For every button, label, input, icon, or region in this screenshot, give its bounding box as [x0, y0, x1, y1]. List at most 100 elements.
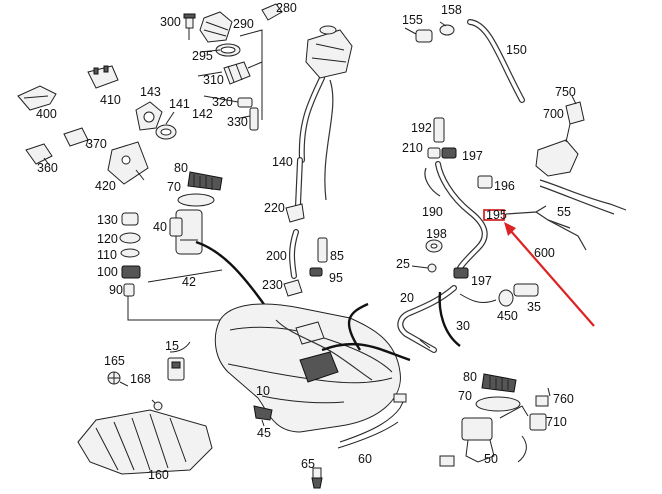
- part-370-bracket: [63, 127, 89, 147]
- label-160: 160: [148, 468, 169, 482]
- part-168-clip: [119, 381, 129, 387]
- part-160-heat-shield: [77, 399, 213, 475]
- part-10-fuel-tank: [214, 302, 411, 433]
- label-300: 300: [160, 15, 181, 29]
- pump-connector-line: [195, 240, 269, 311]
- part-360-sensor: [25, 143, 53, 167]
- part-42-line: [127, 269, 226, 321]
- label-15: 15: [165, 339, 179, 353]
- callout-lines-155: [404, 21, 447, 35]
- label-35: 35: [527, 300, 541, 314]
- label-600: 600: [534, 246, 555, 260]
- part-230-connector: [283, 279, 303, 297]
- part-70-locking-ring: [177, 193, 215, 207]
- label-750: 750: [555, 85, 576, 99]
- part-310-hose: [223, 61, 251, 85]
- label-80-right: 80: [463, 370, 477, 384]
- label-196: 196: [494, 179, 515, 193]
- part-80-seal-ring-right: [481, 373, 517, 393]
- label-158: 158: [441, 3, 462, 17]
- part-197-clip-lower: [453, 267, 469, 279]
- part-number-labels: 300 290 280 295 310 320 330 155 158 150 …: [36, 1, 576, 482]
- part-60-strap: [337, 393, 407, 449]
- part-100-sleeve: [121, 265, 141, 279]
- part-120-ring: [119, 232, 141, 244]
- label-85: 85: [330, 249, 344, 263]
- part-750-connector: [565, 95, 585, 125]
- part-420-pump-module: [107, 141, 149, 185]
- label-400: 400: [36, 107, 57, 121]
- label-165: 165: [104, 354, 125, 368]
- label-280: 280: [276, 1, 297, 15]
- label-220: 220: [264, 201, 285, 215]
- label-65: 65: [301, 457, 315, 471]
- label-200: 200: [266, 249, 287, 263]
- part-35-sleeve: [513, 283, 539, 297]
- part-150-vent-hose: [467, 19, 525, 103]
- part-198-clamp: [425, 239, 443, 253]
- label-420: 420: [95, 179, 116, 193]
- part-70-locking-ring-right: [475, 396, 521, 412]
- label-168: 168: [130, 372, 151, 386]
- label-192: 192: [411, 121, 432, 135]
- label-140: 140: [272, 155, 293, 169]
- label-320: 320: [212, 95, 233, 109]
- part-45-clip: [253, 405, 273, 427]
- label-760: 760: [553, 392, 574, 406]
- label-142: 142: [192, 107, 213, 121]
- part-143-flange: [135, 101, 163, 131]
- part-220-elbow: [285, 203, 305, 223]
- label-130: 130: [97, 213, 118, 227]
- part-15-sensor: [167, 341, 191, 381]
- label-70-right: 70: [458, 389, 472, 403]
- part-20-vent-pipe: [397, 285, 461, 353]
- callout-lines-top-left: [197, 29, 263, 120]
- part-40-fuel-pump: [169, 209, 203, 255]
- label-190: 190: [422, 205, 443, 219]
- part-165-screw: [107, 371, 121, 385]
- label-360: 360: [37, 161, 58, 175]
- label-230: 230: [262, 278, 283, 292]
- part-710-sleeve: [529, 413, 547, 431]
- label-42: 42: [182, 275, 196, 289]
- part-90-clip: [123, 283, 135, 297]
- label-155: 155: [402, 13, 423, 27]
- part-410-valve: [87, 65, 119, 89]
- label-197-top: 197: [462, 149, 483, 163]
- part-700-sender: [535, 123, 579, 177]
- label-310: 310: [203, 73, 224, 87]
- label-210: 210: [402, 141, 423, 155]
- label-100: 100: [97, 265, 118, 279]
- part-210-clamp: [427, 147, 441, 159]
- part-25-screw: [411, 263, 437, 273]
- label-290: 290: [233, 17, 254, 31]
- red-indicator-arrow: [504, 222, 595, 327]
- label-450: 450: [497, 309, 518, 323]
- label-55: 55: [557, 205, 571, 219]
- part-110-ring: [120, 248, 140, 258]
- label-80-left: 80: [174, 161, 188, 175]
- label-150: 150: [506, 43, 527, 57]
- part-280-bracket: [261, 3, 283, 21]
- part-300-screw: [183, 13, 196, 40]
- label-410: 410: [100, 93, 121, 107]
- label-197-lower: 197: [471, 274, 492, 288]
- label-30: 30: [456, 319, 470, 333]
- label-330: 330: [227, 115, 248, 129]
- part-130-sleeve: [121, 212, 139, 226]
- part-141-142-ring: [155, 111, 177, 140]
- part-330-pipe: [249, 107, 259, 131]
- label-120: 120: [97, 232, 118, 246]
- label-110: 110: [97, 248, 117, 262]
- part-290-cap: [199, 11, 233, 43]
- label-141: 141: [169, 97, 190, 111]
- part-50-pump: [439, 405, 529, 467]
- part-295-ring: [215, 43, 241, 57]
- label-295: 295: [192, 49, 213, 63]
- label-700: 700: [543, 107, 564, 121]
- label-45: 45: [257, 426, 271, 440]
- part-450-clamp: [498, 289, 514, 307]
- label-25: 25: [396, 257, 410, 271]
- part-195-highlighted-clip: [483, 209, 505, 221]
